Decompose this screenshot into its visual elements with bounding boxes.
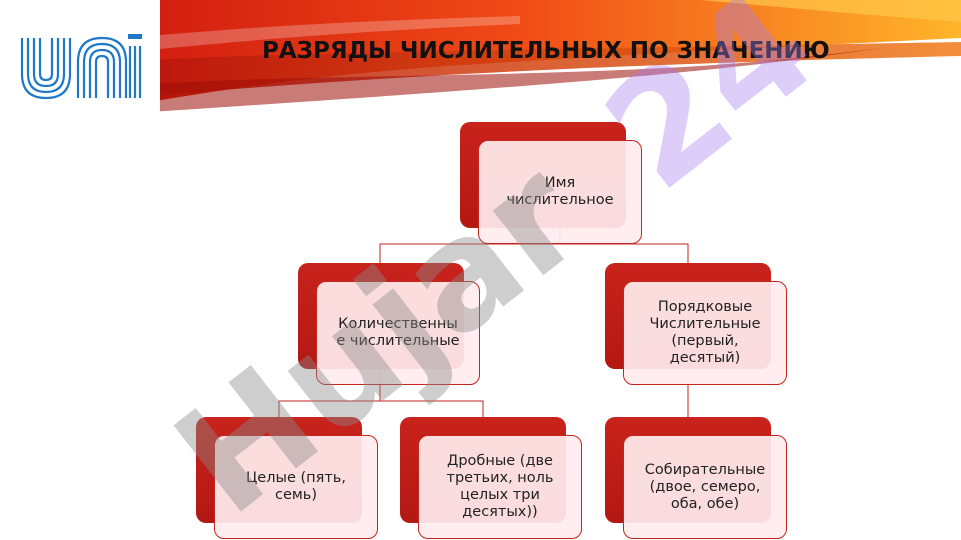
node-collective-card: Собирательные (двое, семеро, оба, обе) (623, 435, 787, 539)
page-title: РАЗРЯДЫ ЧИСЛИТЕЛЬНЫХ ПО ЗНАЧЕНИЮ (262, 38, 830, 65)
node-fractional-label: Дробные (две третьих, ноль целых три дес… (446, 453, 554, 520)
node-whole: Целые (пять, семь) (196, 417, 378, 539)
uni-logo-icon (20, 34, 142, 100)
header-banner (150, 0, 961, 112)
connector-cardinal (278, 369, 484, 417)
logo (0, 0, 160, 132)
node-cardinal-card: Количественны е числительные (316, 281, 480, 385)
node-root-label: Имя числительное (506, 175, 614, 208)
node-fractional: Дробные (две третьих, ноль целых три дес… (400, 417, 582, 539)
node-collective-label: Собирательные (двое, семеро, оба, обе) (644, 461, 766, 512)
node-cardinal-label: Количественны е числительные (336, 316, 460, 349)
node-root: Имя числительное (460, 122, 642, 244)
node-whole-card: Целые (пять, семь) (214, 435, 378, 539)
node-ordinal: Порядковые Числительные (первый, десятый… (605, 263, 787, 385)
node-fractional-card: Дробные (две третьих, ноль целых три дес… (418, 435, 582, 539)
node-ordinal-card: Порядковые Числительные (первый, десятый… (623, 281, 787, 385)
node-ordinal-label: Порядковые Числительные (первый, десятый… (649, 299, 761, 366)
node-whole-label: Целые (пять, семь) (246, 470, 346, 503)
node-root-card: Имя числительное (478, 140, 642, 244)
node-collective: Собирательные (двое, семеро, оба, обе) (605, 417, 787, 539)
node-cardinal: Количественны е числительные (298, 263, 480, 385)
